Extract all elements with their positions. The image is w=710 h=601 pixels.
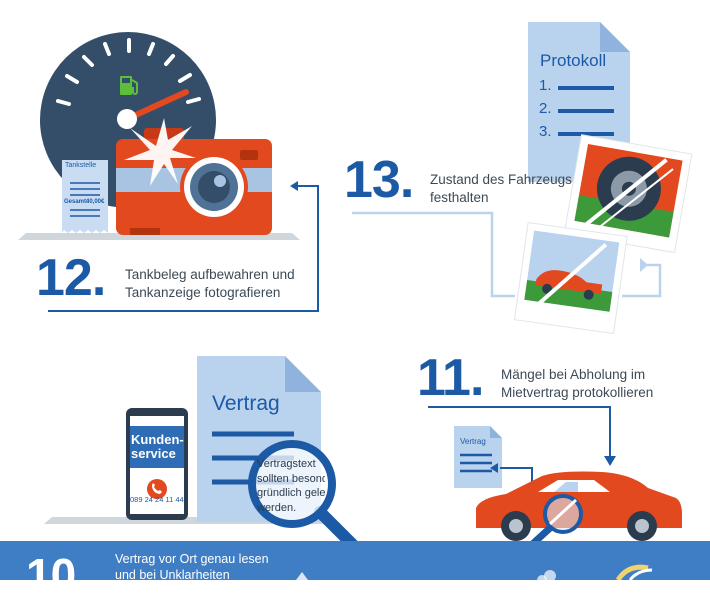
tire-photo-icon [563, 134, 693, 254]
protocol-item-2: 2. [539, 100, 552, 117]
car-contract-illustration [428, 406, 682, 550]
phone-kundenservice-label: Kunden- service [131, 432, 184, 461]
step-11-text: Mängel bei Abholung im Mietvertrag proto… [501, 367, 654, 400]
step-11-number: 11. [417, 349, 484, 407]
step-13-number: 13. [344, 151, 414, 209]
connector-lines-top [48, 181, 662, 312]
step-12-text: Tankbeleg aufbewahren und Tankanzeige fo… [125, 267, 295, 300]
contract-title: Vertrag [212, 392, 280, 415]
step-12-number: 12. [36, 249, 106, 307]
smartphone-icon [126, 408, 188, 520]
fuel-gauge-camera-illustration [18, 32, 300, 240]
small-document-title: Vertrag [460, 437, 486, 446]
phone-number: 089 24 24 11 44 [130, 495, 184, 504]
step-13-text: Zustand des Fahrzeugs festhalten [430, 172, 572, 205]
phone-carrier-label: mobil [148, 409, 163, 415]
contract-phone-illustration [44, 356, 362, 545]
red-car-icon [476, 471, 682, 541]
receipt-icon [62, 160, 108, 233]
receipt-total-label: Gesamt: [64, 199, 89, 205]
protocol-item-1: 1. [539, 77, 552, 94]
magnified-contract-text: Vertragstext sollten besonders gründlich… [257, 458, 325, 514]
step-10-number: 10 [26, 549, 76, 601]
protocol-photos-illustration [513, 22, 693, 334]
step-10-text: Vertrag vor Ort genau lesen und bei Unkl… [115, 552, 269, 582]
receipt-title: Tankstelle [65, 162, 97, 169]
car-photo-icon [513, 222, 628, 334]
step-10-banner [0, 541, 710, 580]
protocol-item-3: 3. [539, 123, 552, 140]
small-contract-document-icon [454, 426, 502, 488]
protocol-title: Protokoll [540, 51, 607, 70]
camera-flash-icon [124, 118, 196, 186]
magnifier-icon [522, 494, 583, 550]
receipt-total-value: 40,00€ [86, 199, 105, 205]
banner-decorations [296, 564, 653, 580]
